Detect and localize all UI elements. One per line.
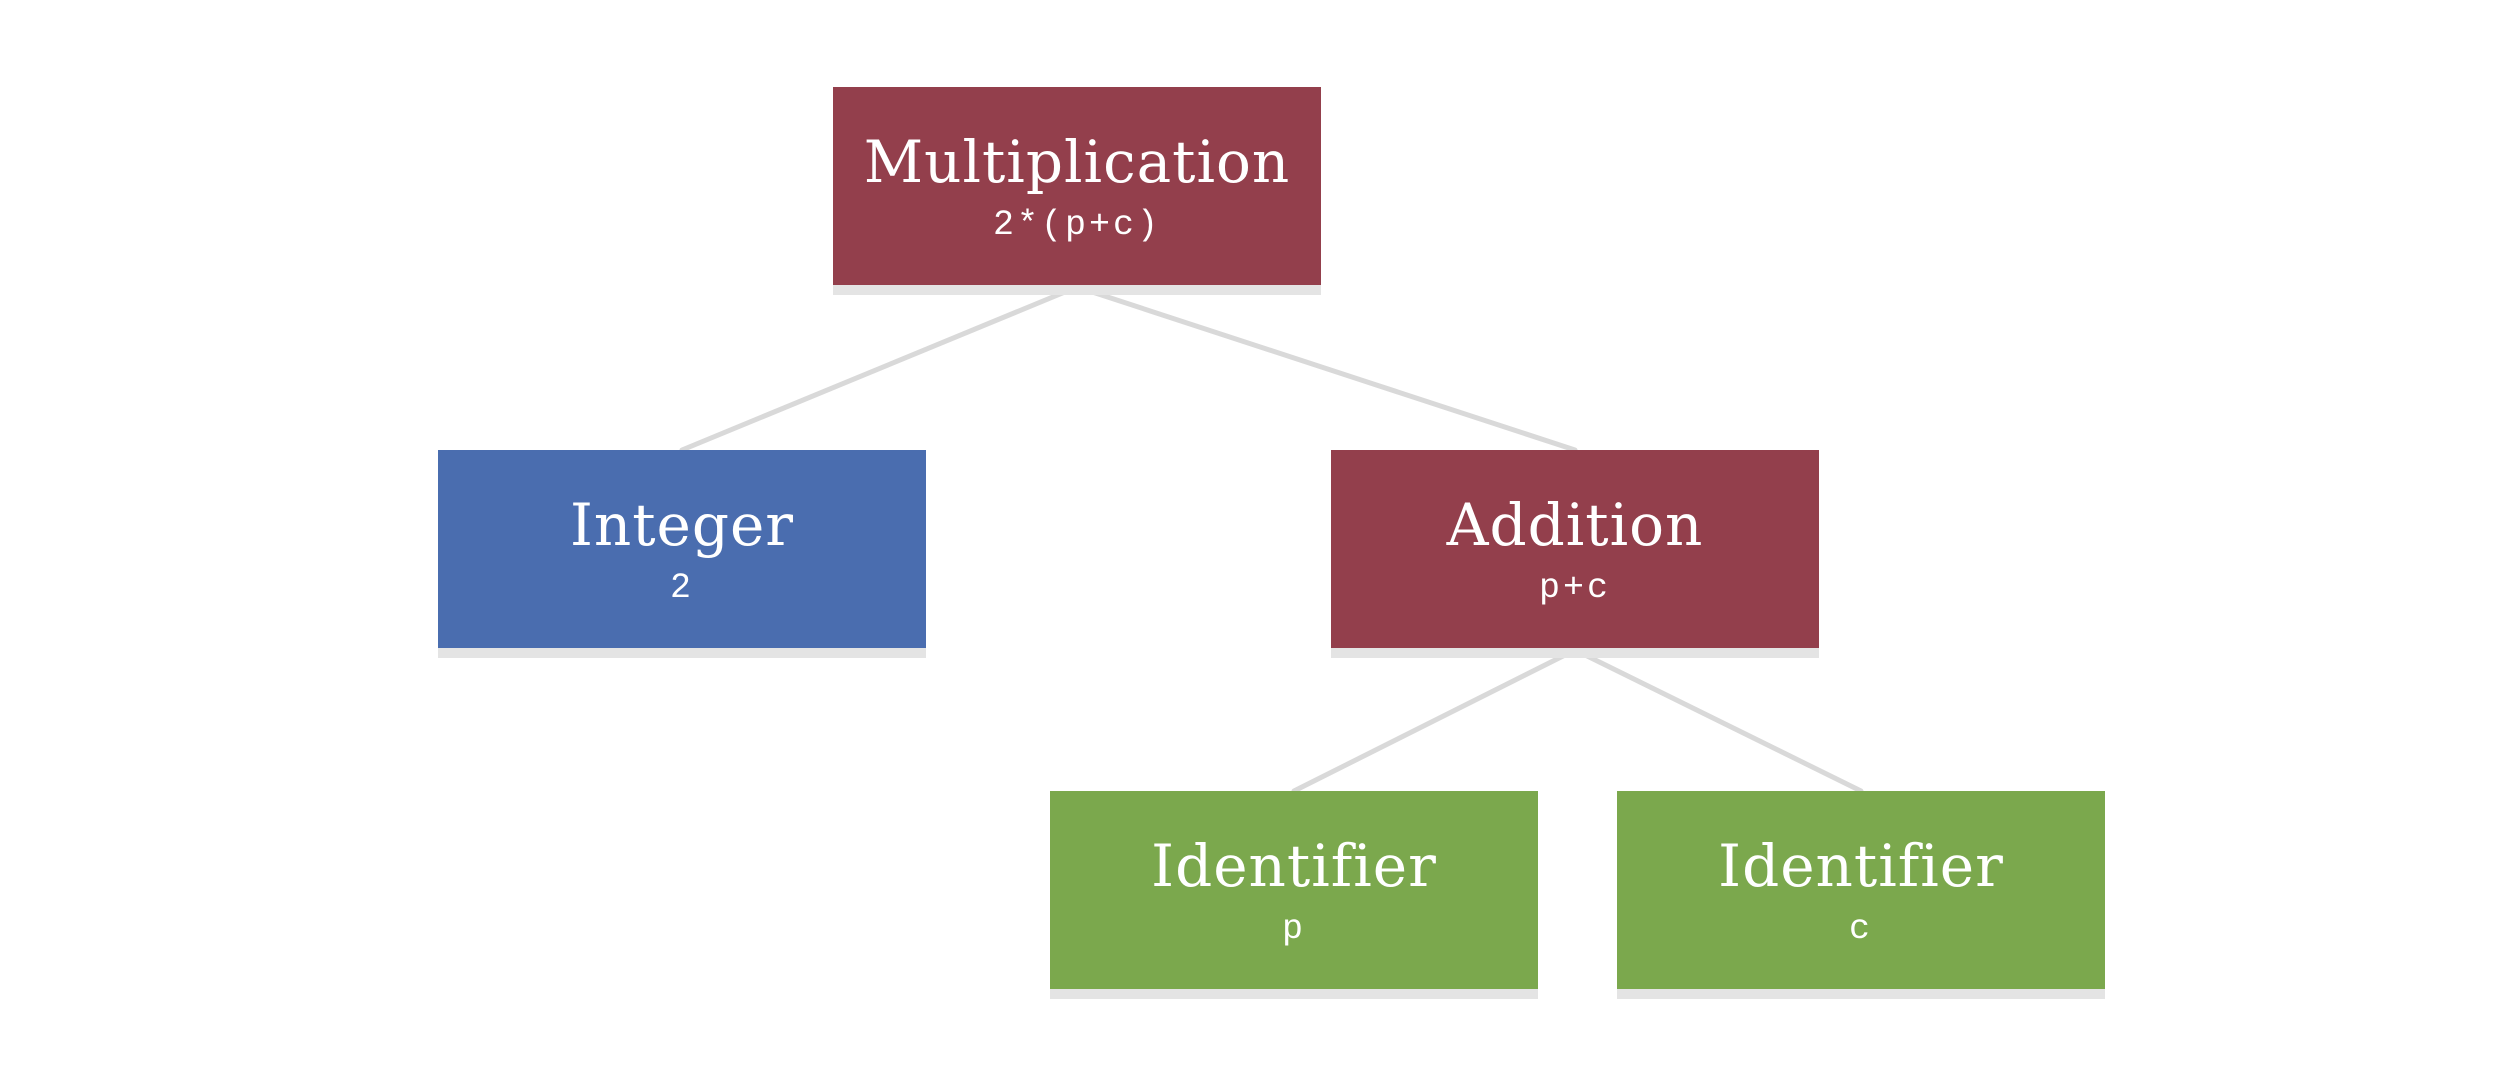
addition-node-expression: p+c [1538, 568, 1611, 608]
identifier-p-node-expression: p [1281, 909, 1306, 949]
identifier-c-node: Identifier c [1617, 791, 2105, 989]
identifier-c-node-title: Identifier [1718, 832, 2004, 900]
edge-multiplication-integer [679, 284, 1080, 453]
identifier-c-node-expression: c [1848, 909, 1873, 949]
multiplication-node-expression: 2*(p+c) [992, 205, 1162, 245]
edge-addition-identifier-p [1291, 647, 1578, 794]
integer-node: Integer 2 [438, 450, 926, 648]
identifier-p-node-title: Identifier [1151, 832, 1437, 900]
multiplication-node: Multiplication 2*(p+c) [833, 87, 1321, 285]
addition-node: Addition p+c [1331, 450, 1819, 648]
multiplication-node-title: Multiplication [863, 128, 1291, 196]
addition-node-title: Addition [1446, 491, 1704, 559]
edge-multiplication-addition [1074, 284, 1578, 453]
integer-node-expression: 2 [669, 568, 694, 608]
edge-addition-identifier-c [1572, 647, 1864, 794]
identifier-p-node: Identifier p [1050, 791, 1538, 989]
integer-node-title: Integer [569, 491, 795, 559]
